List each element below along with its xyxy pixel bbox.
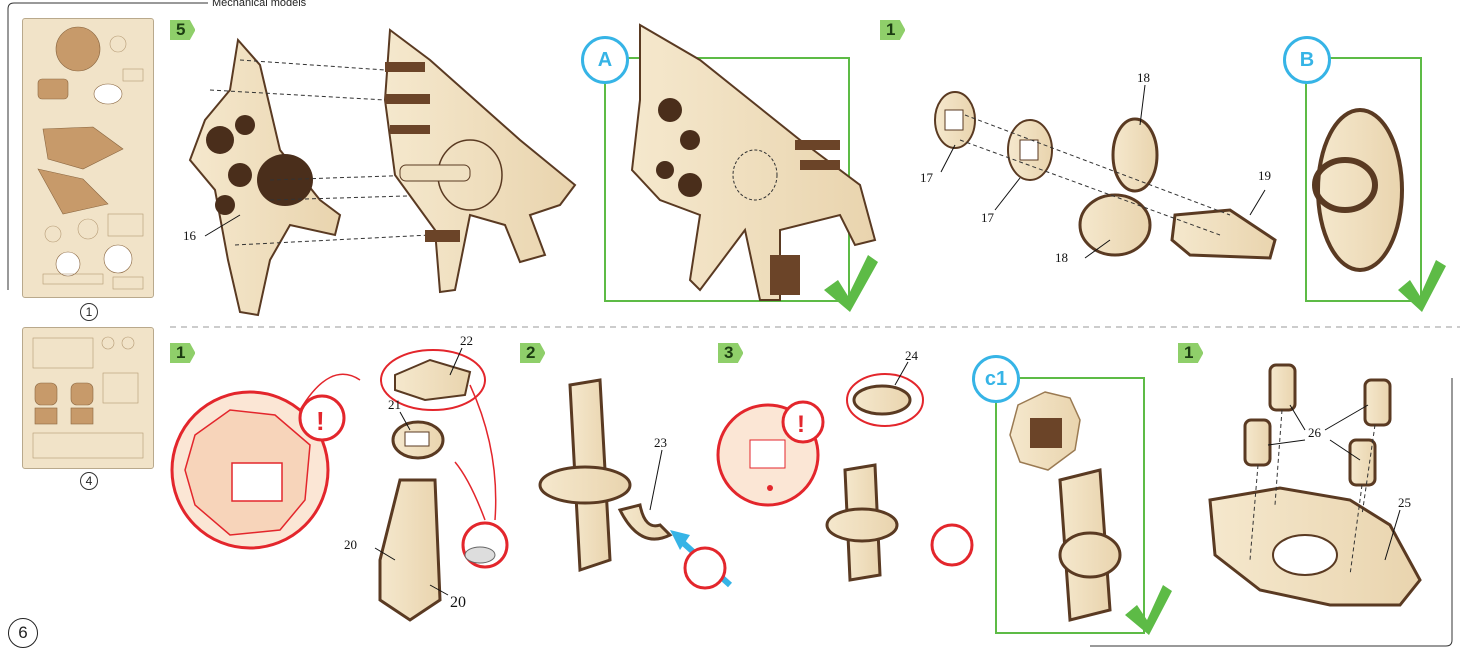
label-21: 21 [388, 397, 401, 412]
svg-text:!: ! [316, 406, 325, 436]
base-25-26-illustration [1208, 363, 1422, 607]
svg-text:!: ! [797, 411, 805, 438]
header-title: Mechanical models [212, 0, 307, 9]
label-19: 19 [1258, 168, 1271, 183]
callout-b: B [1283, 36, 1331, 84]
step-5-badge: 5 [170, 20, 196, 40]
label-24: 24 [905, 348, 918, 363]
parts-sheet-4 [22, 327, 154, 469]
label-26: 26 [1308, 425, 1321, 440]
step-2-badge: 2 [520, 343, 546, 363]
label-22: 22 [460, 333, 473, 348]
check-icons [824, 255, 1446, 635]
page-number: 6 [8, 618, 38, 648]
label-18-a: 18 [1137, 70, 1150, 85]
label-20-b: 20 [450, 594, 466, 611]
assembled-shaft-c1-illustration [1009, 391, 1122, 622]
label-17-a: 17 [920, 170, 933, 185]
assembled-frame-a-illustration [630, 23, 877, 301]
shaft-24-illustration: ! [716, 373, 974, 582]
label-25: 25 [1398, 495, 1411, 510]
frame-assembly-illustration [383, 28, 577, 294]
label-16: 16 [183, 228, 196, 243]
callout-a: A [581, 36, 629, 84]
label-17-b: 17 [981, 210, 994, 225]
sheet-1-number: 1 [80, 303, 98, 321]
result-box-c1 [995, 377, 1145, 634]
sheet-4-parts-graphic [32, 336, 144, 459]
assembled-gear-b-illustration [1312, 108, 1404, 272]
shaft-23-illustration [538, 378, 733, 590]
parts-sheet-1 [22, 18, 154, 298]
label-23: 23 [654, 435, 667, 450]
result-box-b [1305, 57, 1422, 302]
label-18-b: 18 [1055, 250, 1068, 265]
step-1-badge-bottom: 1 [170, 343, 196, 363]
callout-c1: c1 [972, 355, 1020, 403]
step-1-badge: 1 [880, 20, 906, 40]
step-1-badge-right: 1 [1178, 343, 1204, 363]
step-3-badge: 3 [718, 343, 744, 363]
label-20-a: 20 [344, 537, 357, 552]
sheet-4-number: 4 [80, 472, 98, 490]
part-16-illustration [188, 37, 342, 317]
parts-17-18-19-illustration [934, 91, 1277, 260]
sheet-1-parts-graphic [37, 26, 144, 290]
shaft-20-21-22-illustration: ! [170, 349, 509, 622]
